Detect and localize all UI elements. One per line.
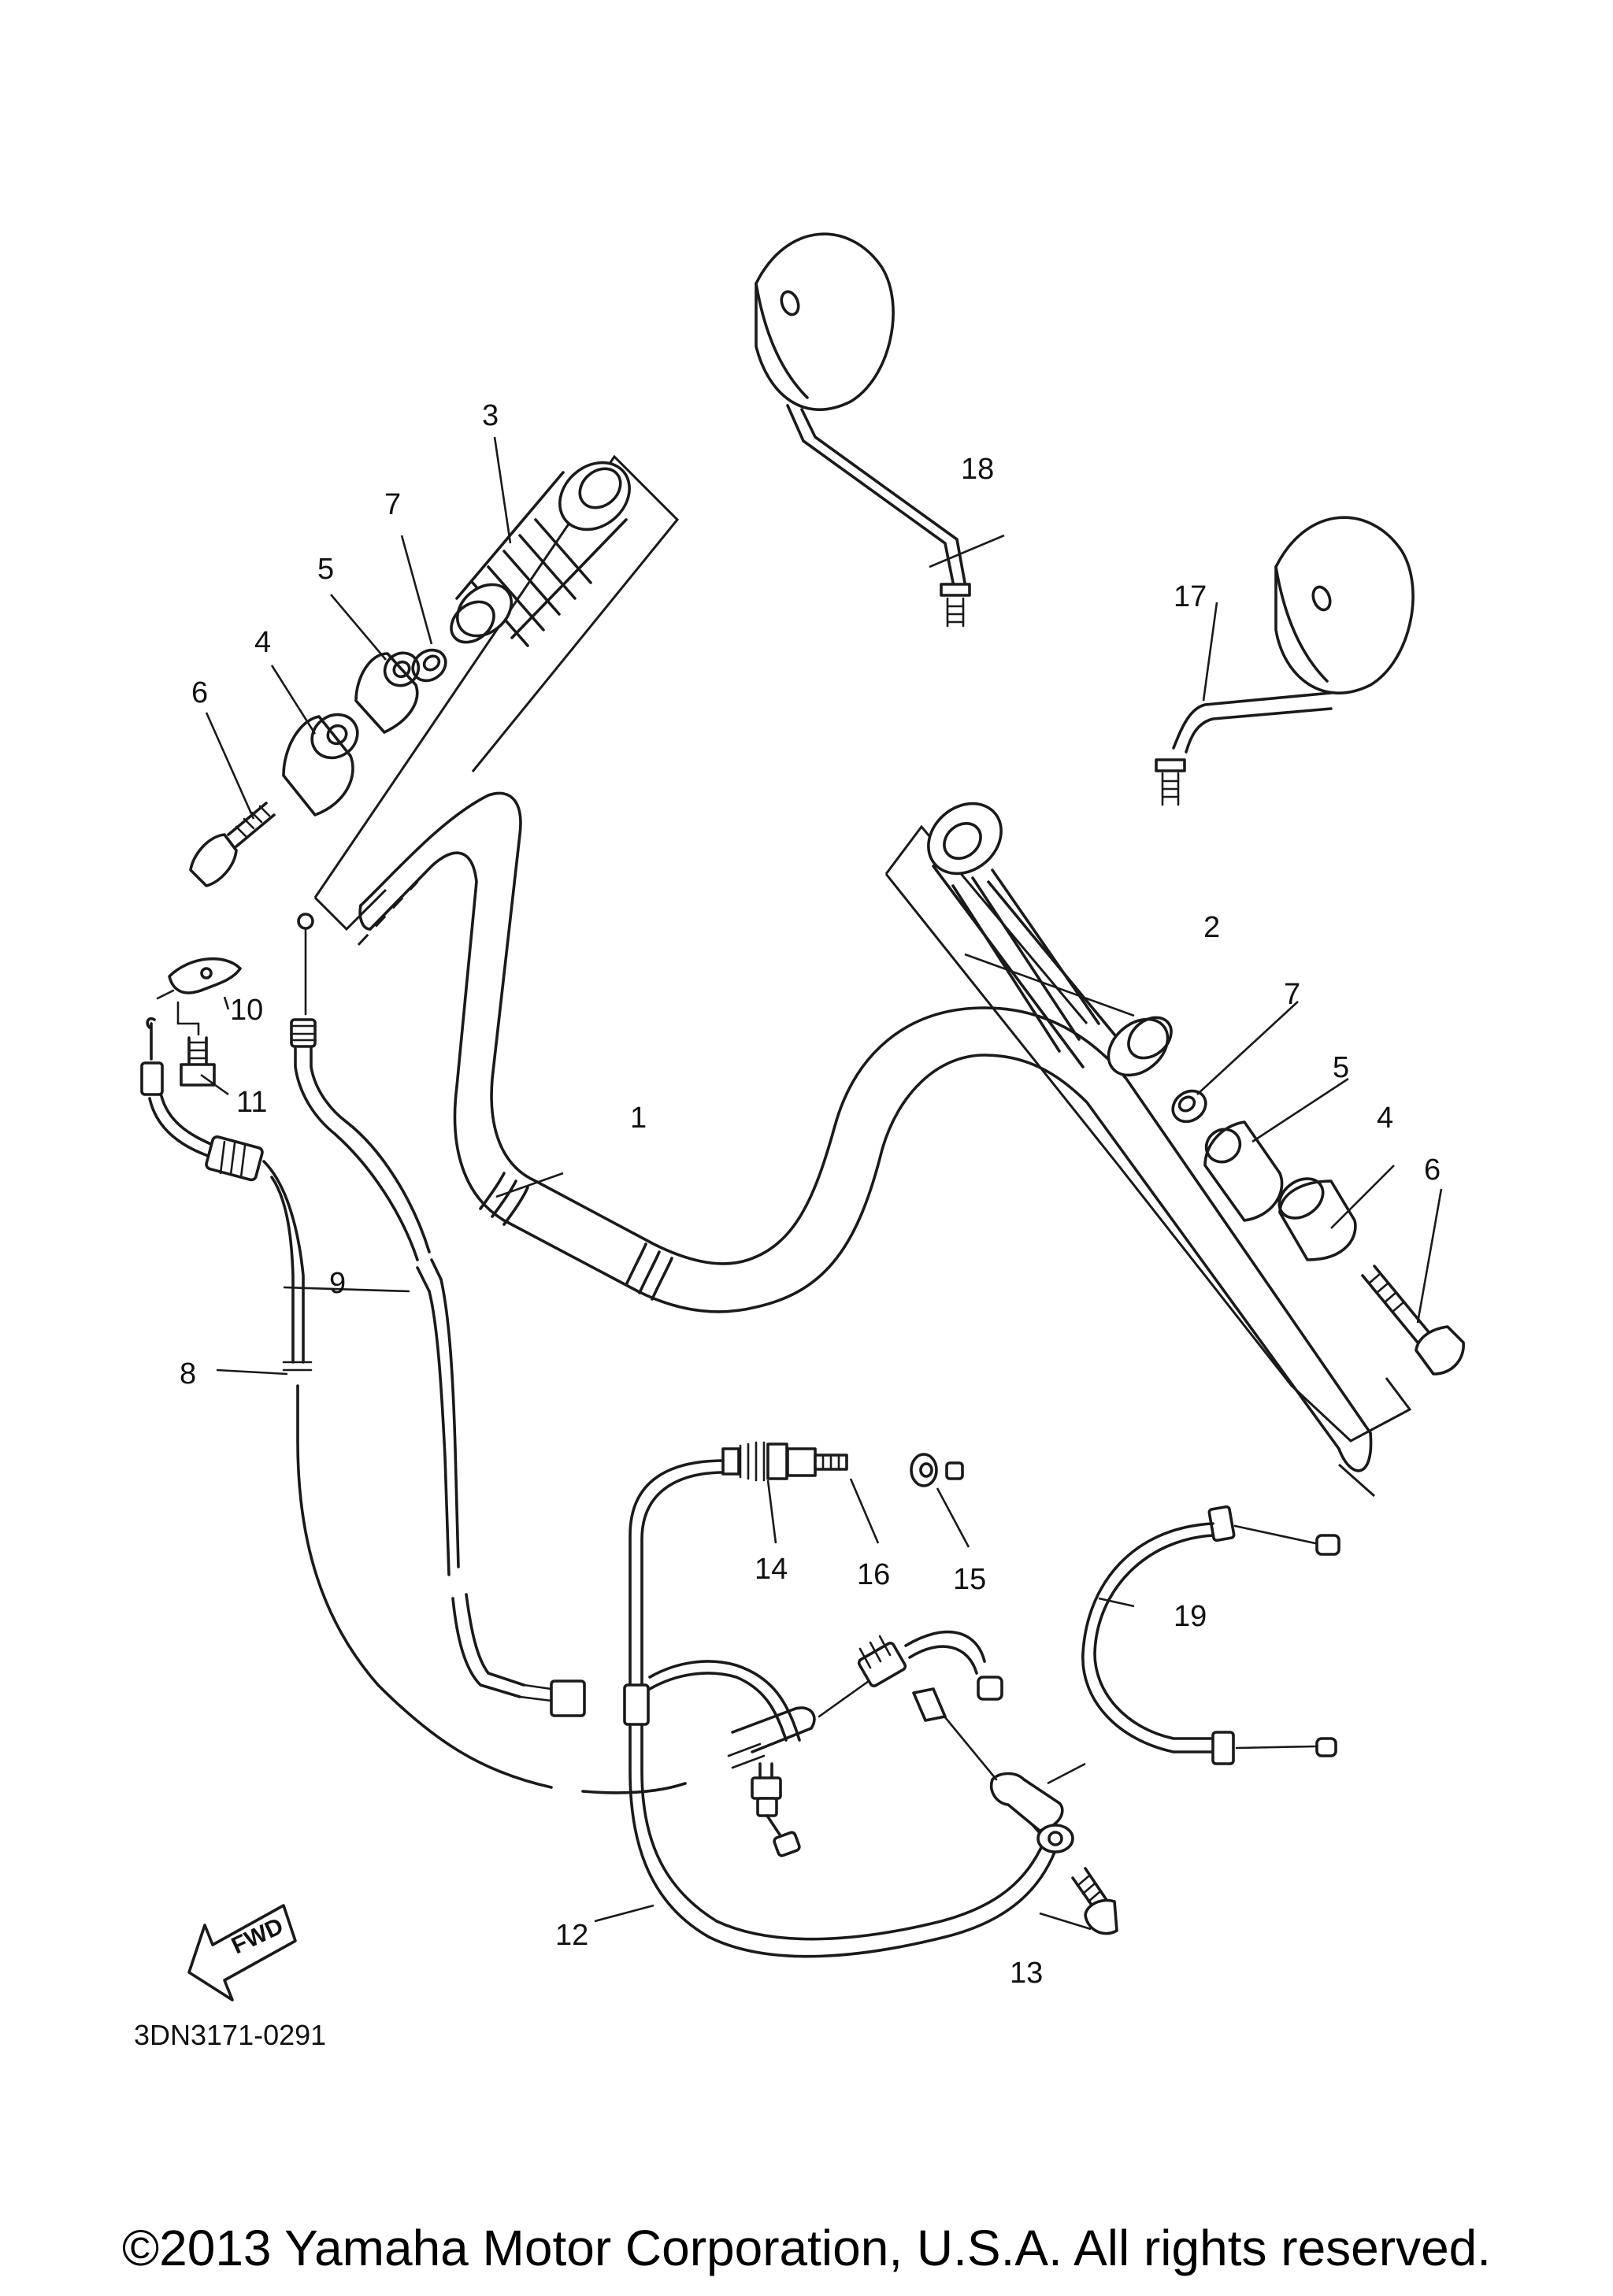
handlebar-part (358, 791, 1373, 1472)
clutch-cable-part (140, 1017, 687, 1794)
callout-9: 9 (329, 1267, 346, 1300)
callout-15: 15 (953, 1563, 986, 1596)
callout-13: 13 (1010, 1957, 1043, 1990)
callout-7: 7 (384, 488, 401, 521)
diagram-code: 3DN3171-0291 (134, 2019, 326, 2051)
bushing-left-part (354, 651, 421, 734)
bushing-right-part (1203, 1120, 1284, 1222)
copyright-notice: ©2013 Yamaha Motor Corporation, U.S.A. A… (121, 2220, 1492, 2276)
callout-4-right: 4 (1377, 1102, 1393, 1135)
collar-right-part (1171, 1089, 1207, 1124)
callout-10: 10 (230, 994, 263, 1027)
mirror-right-part (1155, 516, 1415, 806)
callout-11: 11 (236, 1086, 267, 1119)
callout-16: 16 (857, 1558, 890, 1591)
callout-19: 19 (1174, 1600, 1207, 1633)
clamp-part (156, 957, 242, 1000)
collar-left-part (411, 648, 447, 683)
right-grip-box (884, 824, 1412, 1498)
screw-part (176, 1002, 216, 1087)
bolt-left-part (189, 802, 276, 887)
callout-5-right: 5 (1333, 1051, 1349, 1084)
left-grip-box (313, 454, 680, 946)
leader-lines (200, 436, 1443, 1931)
callout-17: 17 (1174, 580, 1207, 613)
bolt-right-part (1361, 1265, 1465, 1376)
callout-7-right: 7 (1284, 978, 1300, 1011)
right-grip-part (927, 802, 1173, 1077)
bar-end-right-part (1277, 1177, 1357, 1261)
callout-5: 5 (317, 553, 334, 586)
callout-8: 8 (180, 1357, 196, 1391)
callout-labels: 1 2 3 4 5 6 7 8 9 10 11 12 13 14 15 16 1… (180, 399, 1441, 1990)
bar-end-left-part (282, 713, 359, 817)
callout-4: 4 (254, 626, 271, 659)
adjuster-part (721, 1441, 964, 1487)
callout-1: 1 (630, 1102, 647, 1135)
left-grip-part (450, 461, 631, 647)
callout-18: 18 (961, 453, 994, 486)
fwd-arrow-icon: FWD (187, 1904, 297, 2002)
handlebar-ring (479, 1172, 673, 1301)
callout-3: 3 (482, 399, 499, 432)
choke-cable-part (1081, 1505, 1340, 1765)
main-cable-part (623, 1459, 1074, 1958)
callout-14: 14 (755, 1553, 788, 1586)
callout-6: 6 (191, 676, 208, 709)
callout-6-right: 6 (1424, 1154, 1441, 1187)
throttle-cable-part (290, 913, 586, 1717)
callout-2: 2 (1203, 911, 1220, 944)
cable-bolt-part (1071, 1867, 1118, 1935)
mirror-left-part (755, 232, 971, 628)
callout-12: 12 (555, 1919, 588, 1952)
